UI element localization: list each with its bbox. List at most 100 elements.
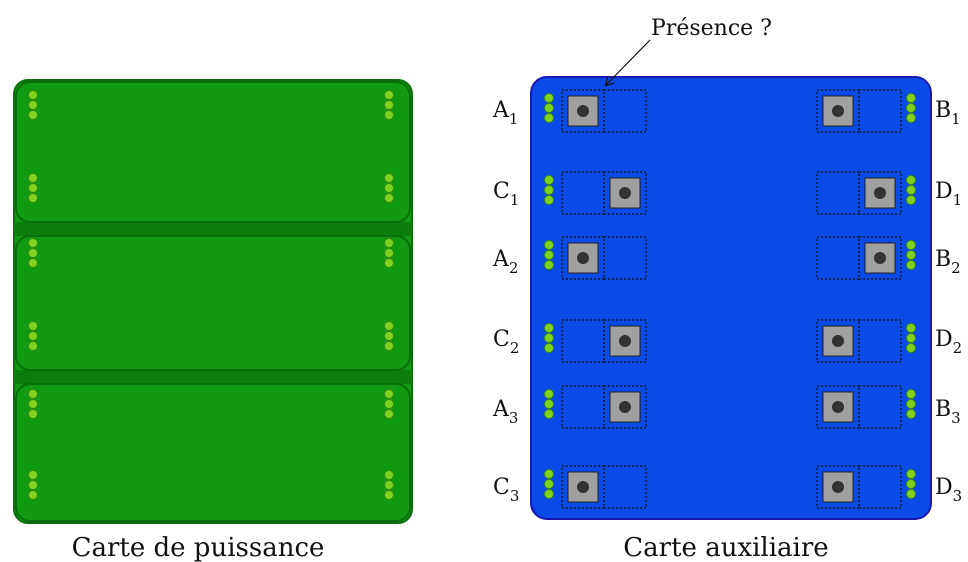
slot-box (603, 236, 647, 280)
pin (544, 479, 554, 489)
aux-slots (544, 89, 916, 509)
pin (28, 389, 38, 399)
pin (384, 238, 394, 248)
pin (384, 248, 394, 258)
pin (384, 409, 394, 419)
aux-slot-right-1 (816, 89, 902, 133)
aux-slot-right-2 (816, 171, 902, 215)
aux-pins-left-1 (544, 93, 554, 123)
pin (544, 175, 554, 185)
pad-dot (619, 335, 631, 347)
slot-box (561, 465, 605, 509)
pin (544, 333, 554, 343)
aux-board (530, 76, 932, 520)
power-pins-right-3 (384, 238, 394, 268)
slot-box (561, 319, 605, 363)
label-subscript: 2 (953, 339, 963, 357)
pin (384, 90, 394, 100)
pad-dot (832, 335, 844, 347)
aux-slot-left-4 (561, 319, 647, 363)
pin (544, 343, 554, 353)
pad-dot (832, 401, 844, 413)
slot-box (858, 465, 902, 509)
aux-pins-left-4 (544, 323, 554, 353)
slot-box (858, 385, 902, 429)
pin (28, 90, 38, 100)
pin (28, 470, 38, 480)
slot-box (603, 465, 647, 509)
pad-dot (577, 105, 589, 117)
pin (384, 470, 394, 480)
pin (544, 389, 554, 399)
aux-slot-right-3 (816, 236, 902, 280)
pin (384, 480, 394, 490)
aux-label-left-5: A3 (492, 397, 518, 427)
pin (384, 110, 394, 120)
aux-pins-right-1 (906, 93, 916, 123)
label-subscript: 2 (509, 259, 519, 277)
power-board-band-1 (14, 222, 412, 236)
pin (544, 260, 554, 270)
label-subscript: 3 (951, 409, 961, 427)
slot-box (816, 319, 860, 363)
pin (384, 490, 394, 500)
aux-board-caption: Carte auxiliaire (623, 533, 828, 562)
aux-slot-left-3 (561, 236, 647, 280)
pad-dot (832, 481, 844, 493)
aux-pins-right-4 (906, 323, 916, 353)
pin (906, 333, 916, 343)
aux-slot-left-2 (561, 171, 647, 215)
label-subscript: 2 (951, 259, 961, 277)
pin (28, 248, 38, 258)
slot-box (858, 171, 902, 215)
aux-label-right-2: D1 (935, 179, 962, 209)
pin (544, 185, 554, 195)
label-subscript: 1 (509, 110, 519, 128)
pin (906, 479, 916, 489)
power-board-body (13, 79, 413, 524)
slot-box (816, 236, 860, 280)
aux-label-left-3: A2 (492, 247, 518, 277)
pin (906, 389, 916, 399)
label-subscript: 3 (509, 409, 519, 427)
presence-label: Présence ? (651, 16, 772, 41)
aux-pins-right-6 (906, 469, 916, 499)
pin (544, 323, 554, 333)
slot-box (603, 385, 647, 429)
aux-label-right-1: B1 (935, 98, 961, 128)
pin (28, 409, 38, 419)
aux-label-right-6: D3 (935, 475, 962, 505)
label-letter: D (935, 327, 953, 352)
label-letter: A (492, 247, 510, 272)
aux-pins-right-5 (906, 389, 916, 419)
slot-box (561, 236, 605, 280)
power-pins-right-5 (384, 389, 394, 419)
pin (906, 250, 916, 260)
pin (384, 183, 394, 193)
pin (384, 173, 394, 183)
power-board (13, 79, 413, 524)
slot-box (858, 236, 902, 280)
pin (384, 100, 394, 110)
pin (28, 173, 38, 183)
pin (28, 480, 38, 490)
label-letter: D (935, 179, 953, 204)
aux-label-left-6: C3 (493, 475, 519, 505)
power-board-section-1 (15, 81, 411, 223)
power-pins-right-6 (384, 470, 394, 500)
power-pins-right-4 (384, 321, 394, 351)
power-pins-left-3 (28, 238, 38, 268)
label-subscript: 3 (953, 487, 963, 505)
aux-slot-left-6 (561, 465, 647, 509)
power-pins-left-1 (28, 90, 38, 120)
pin (28, 238, 38, 248)
pin (906, 113, 916, 123)
aux-label-right-5: B3 (935, 397, 961, 427)
pin (28, 193, 38, 203)
aux-label-left-1: A1 (492, 98, 518, 128)
pin (544, 469, 554, 479)
slot-box (561, 171, 605, 215)
presence-annotation: Présence ? (606, 16, 772, 85)
pin (28, 183, 38, 193)
slot-box (816, 89, 860, 133)
